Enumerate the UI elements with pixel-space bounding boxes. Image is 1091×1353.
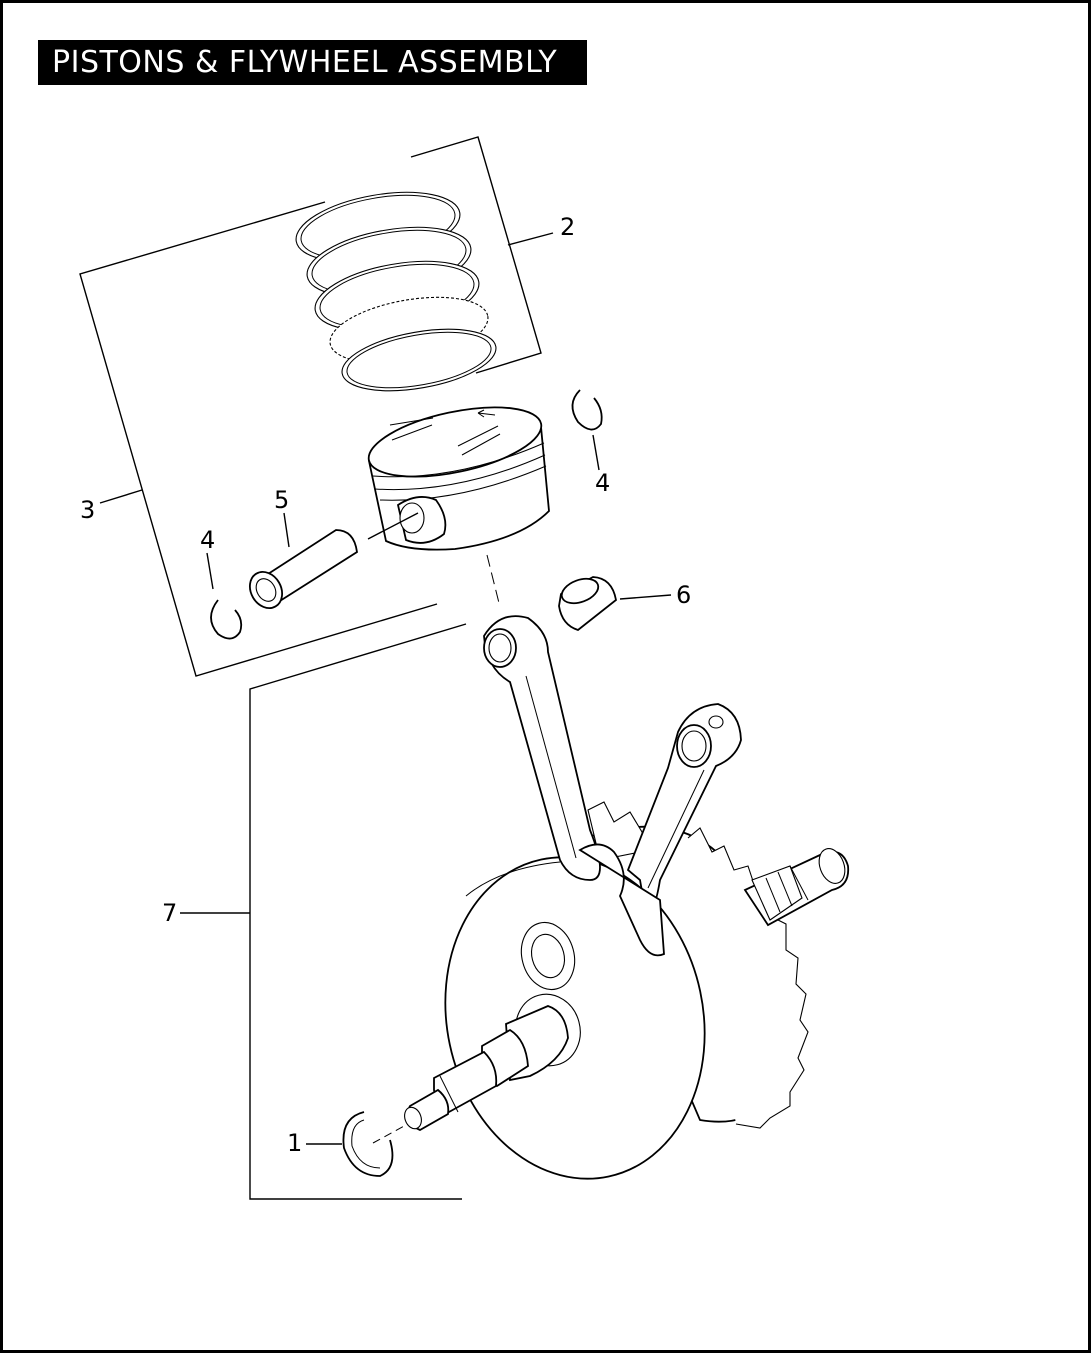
connecting-rods [483, 615, 742, 957]
bracket-piston-assembly [79, 136, 554, 677]
piston-pin [249, 512, 358, 609]
callout-4-left: 4 [200, 526, 215, 554]
callout-6: 6 [676, 581, 691, 609]
callout-2: 2 [560, 213, 575, 241]
flywheel [404, 801, 850, 1180]
rod-bushing [558, 576, 672, 632]
pin-retainer-left [206, 552, 243, 640]
callout-3: 3 [80, 496, 95, 524]
pin-retainer-right [571, 389, 603, 471]
piston-rings [295, 191, 497, 392]
callout-1: 1 [287, 1129, 302, 1157]
shaft-retaining-ring [306, 1111, 407, 1177]
piston [367, 406, 550, 551]
callout-7: 7 [162, 899, 177, 927]
callout-5: 5 [274, 486, 289, 514]
bracket-flywheel-assembly [180, 623, 467, 1200]
callout-4-right: 4 [595, 469, 610, 497]
callout-labels: 2 3 5 4 4 6 7 1 [80, 213, 691, 1157]
page-title: PISTONS & FLYWHEEL ASSEMBLY [38, 40, 587, 85]
alignment-line [486, 554, 500, 604]
